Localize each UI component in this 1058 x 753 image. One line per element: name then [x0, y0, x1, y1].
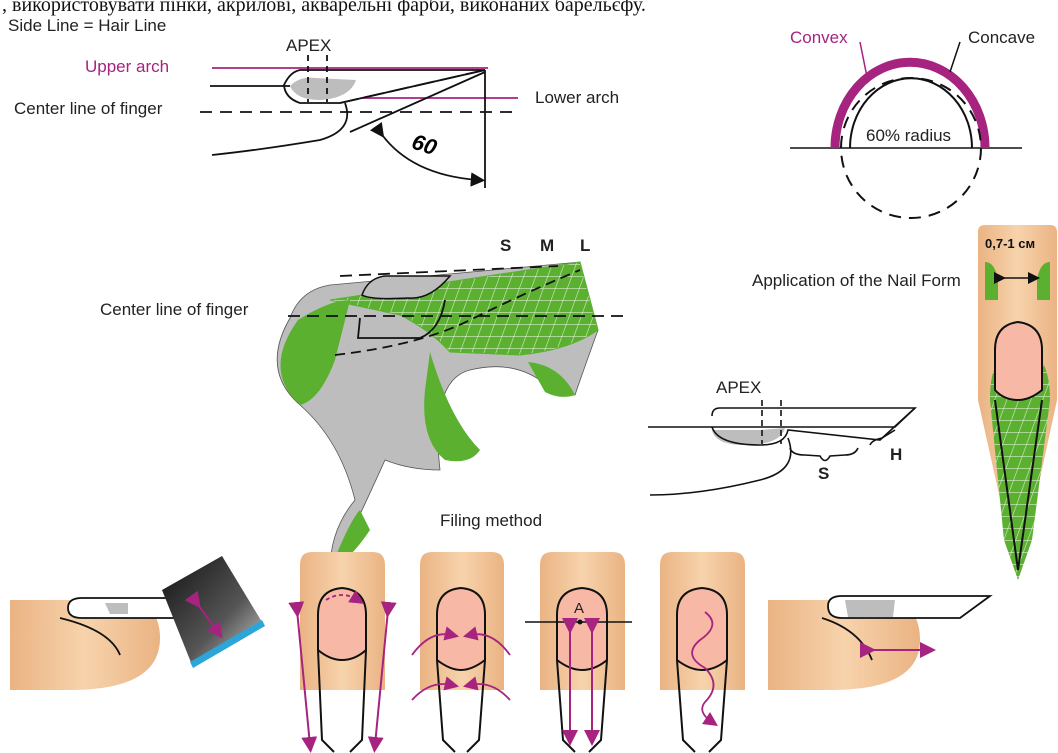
filing-step-2: [297, 552, 388, 752]
application-title: Application of the Nail Form: [752, 271, 961, 291]
filing-step-3: [412, 552, 510, 752]
stress-h-label: H: [890, 445, 902, 465]
filing-step-6: [768, 596, 990, 690]
profile-diagram: [200, 55, 520, 188]
form-s-label: S: [500, 236, 511, 256]
side-line-label: Side Line = Hair Line: [8, 16, 166, 36]
lower-arch-label: Lower arch: [535, 88, 619, 108]
form-l-label: L: [580, 236, 590, 256]
stress-diagram: [648, 400, 915, 495]
radius-label: 60% radius: [866, 126, 951, 146]
filing-title: Filing method: [440, 511, 542, 531]
upper-arch-label: Upper arch: [85, 57, 169, 77]
center-line-label: Center line of finger: [14, 99, 162, 119]
convex-label: Convex: [790, 28, 848, 48]
stress-apex-label: APEX: [716, 378, 761, 398]
application-diagram: [978, 225, 1057, 580]
form-m-label: M: [540, 236, 554, 256]
point-a-label: A: [574, 600, 584, 617]
stress-s-label: S: [818, 464, 829, 484]
top-caption: , використовувати пінки, акрилові, аквар…: [2, 0, 646, 17]
filing-step-1: [10, 556, 265, 690]
filing-step-5: [660, 552, 745, 752]
gap-label: 0,7-1 см: [985, 236, 1035, 251]
filing-step-4: [525, 552, 632, 752]
concave-label: Concave: [968, 28, 1035, 48]
apex-label: APEX: [286, 36, 331, 56]
form-center-line-label: Center line of finger: [100, 300, 248, 320]
